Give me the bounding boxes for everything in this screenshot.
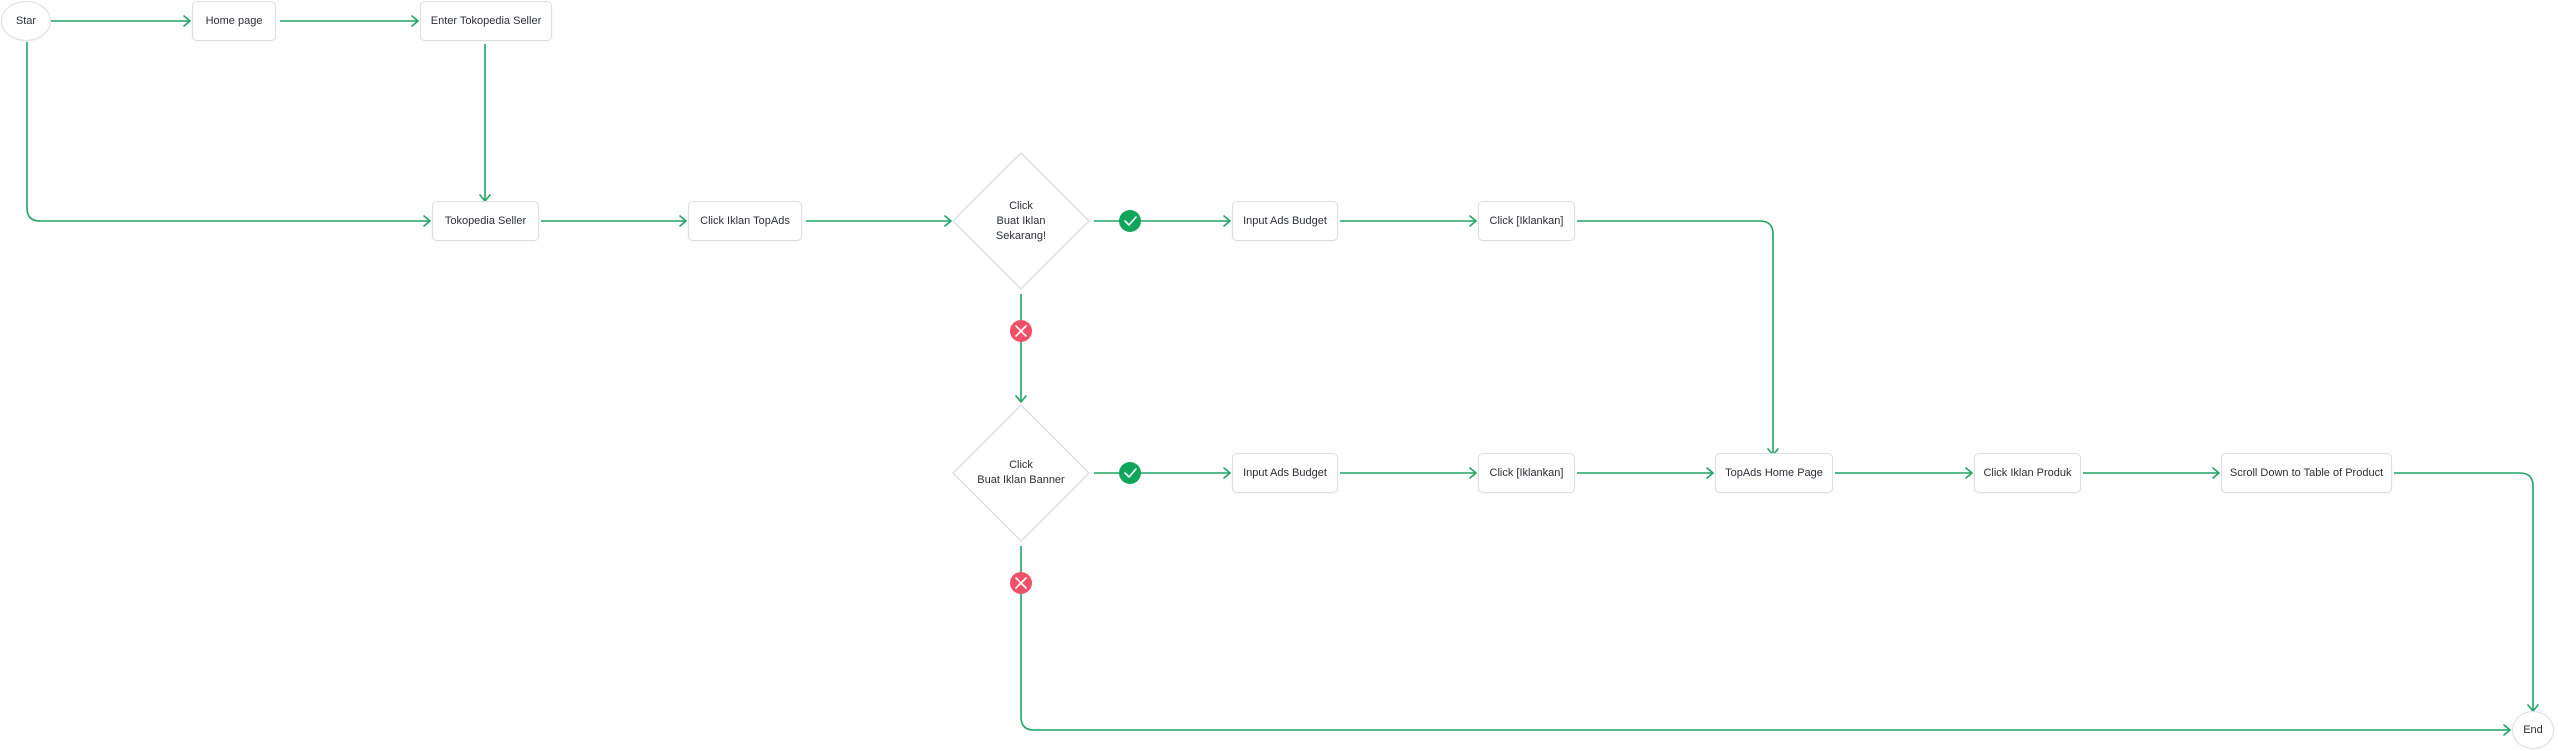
- arrowhead: [2212, 467, 2220, 479]
- arrowhead: [679, 215, 687, 227]
- no-badge-1: [1010, 320, 1032, 342]
- click-iklankan-node-1[interactable]: Click [Iklankan]: [1478, 201, 1575, 241]
- arrowhead: [1015, 395, 1027, 403]
- enter-tokopedia-seller-label: Enter Tokopedia Seller: [430, 15, 542, 27]
- no-badge-2: [1010, 572, 1032, 594]
- yes-badge-2: [1119, 462, 1141, 484]
- arrowhead: [423, 215, 431, 227]
- start-node[interactable]: Star: [1, 1, 51, 41]
- decision-diamond-buat-iklan[interactable]: [952, 152, 1090, 290]
- input-ads-budget-node-2[interactable]: Input Ads Budget: [1232, 453, 1338, 493]
- close-icon: [1015, 577, 1027, 589]
- check-icon: [1124, 216, 1137, 226]
- click-iklankan-node-2[interactable]: Click [Iklankan]: [1478, 453, 1575, 493]
- home-page-node[interactable]: Home page: [192, 1, 276, 41]
- arrowhead: [1469, 215, 1477, 227]
- scroll-down-node[interactable]: Scroll Down to Table of Product: [2221, 453, 2392, 493]
- topads-home-page-node[interactable]: TopAds Home Page: [1715, 453, 1833, 493]
- arrowhead: [1223, 467, 1231, 479]
- decision-buat-iklan-label: Click Buat Iklan Sekarang!: [995, 199, 1047, 242]
- arrowhead: [411, 15, 419, 27]
- arrowhead: [944, 215, 952, 227]
- topads-home-page-label: TopAds Home Page: [1725, 467, 1823, 479]
- end-label: End: [2523, 724, 2543, 736]
- click-iklan-topads-label: Click Iklan TopAds: [700, 215, 790, 227]
- edge-iklankan1-topadshome: [1577, 220, 1774, 455]
- edge-start-seller: [26, 42, 430, 222]
- input-ads-budget-node-1[interactable]: Input Ads Budget: [1232, 201, 1338, 241]
- arrowhead: [1706, 467, 1714, 479]
- arrowhead: [2503, 724, 2511, 736]
- tokopedia-seller-label: Tokopedia Seller: [444, 215, 527, 227]
- click-iklankan-label: Click [Iklankan]: [1489, 467, 1564, 479]
- start-label: Star: [15, 15, 37, 27]
- scroll-down-label: Scroll Down to Table of Product: [2229, 467, 2384, 479]
- end-node[interactable]: End: [2512, 711, 2554, 749]
- check-icon: [1124, 468, 1137, 478]
- click-iklankan-label: Click [Iklankan]: [1489, 215, 1564, 227]
- decision-diamond-buat-banner[interactable]: [952, 404, 1090, 542]
- close-icon: [1015, 325, 1027, 337]
- home-page-label: Home page: [205, 15, 263, 27]
- arrowhead: [183, 15, 191, 27]
- edge-scroll-end: [2394, 472, 2534, 711]
- decision-buat-banner-label: Click Buat Iklan Banner: [977, 459, 1065, 486]
- arrowhead: [1469, 467, 1477, 479]
- arrowhead: [1223, 215, 1231, 227]
- input-ads-budget-label: Input Ads Budget: [1243, 215, 1327, 227]
- click-iklan-produk-label: Click Iklan Produk: [1983, 467, 2072, 479]
- enter-tokopedia-seller-node[interactable]: Enter Tokopedia Seller: [420, 1, 552, 41]
- arrowhead: [1965, 467, 1973, 479]
- tokopedia-seller-node[interactable]: Tokopedia Seller: [432, 201, 539, 241]
- click-iklan-produk-node[interactable]: Click Iklan Produk: [1974, 453, 2081, 493]
- yes-badge-1: [1119, 210, 1141, 232]
- click-iklan-topads-node[interactable]: Click Iklan TopAds: [688, 201, 802, 241]
- edge-decision2-end: [1020, 546, 2510, 731]
- input-ads-budget-label: Input Ads Budget: [1243, 467, 1327, 479]
